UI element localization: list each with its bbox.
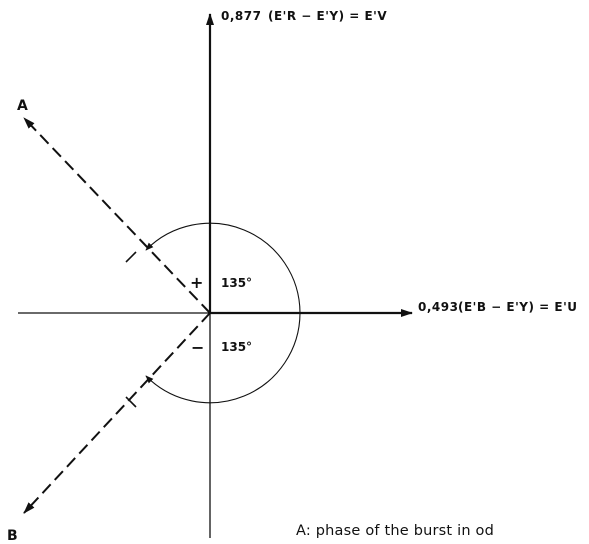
tick-vector-b xyxy=(125,396,137,408)
vector-a-label: A xyxy=(17,98,28,114)
horizontal-axis-formula: (E'B − E'Y) = E'U xyxy=(458,300,578,314)
angle-upper-value: 135° xyxy=(221,276,253,290)
vector-a xyxy=(23,117,211,314)
tick-vector-a xyxy=(125,251,137,263)
horizontal-axis-coefficient: 0,493 xyxy=(418,300,459,314)
vector-b xyxy=(23,312,211,514)
arc-plus-135 xyxy=(145,222,301,314)
arc-minus-135 xyxy=(145,312,301,404)
angle-upper-sign: + xyxy=(190,273,204,292)
angle-lower-value: 135° xyxy=(221,340,253,354)
legend-a: A: phase of the burst in od xyxy=(296,523,495,539)
vertical-axis-coefficient: 0,877 xyxy=(221,9,262,23)
angle-lower-sign: − xyxy=(191,338,205,357)
vector-b-label: B xyxy=(7,528,18,544)
vertical-axis-formula: (E'R − E'Y) = E'V xyxy=(268,9,388,23)
